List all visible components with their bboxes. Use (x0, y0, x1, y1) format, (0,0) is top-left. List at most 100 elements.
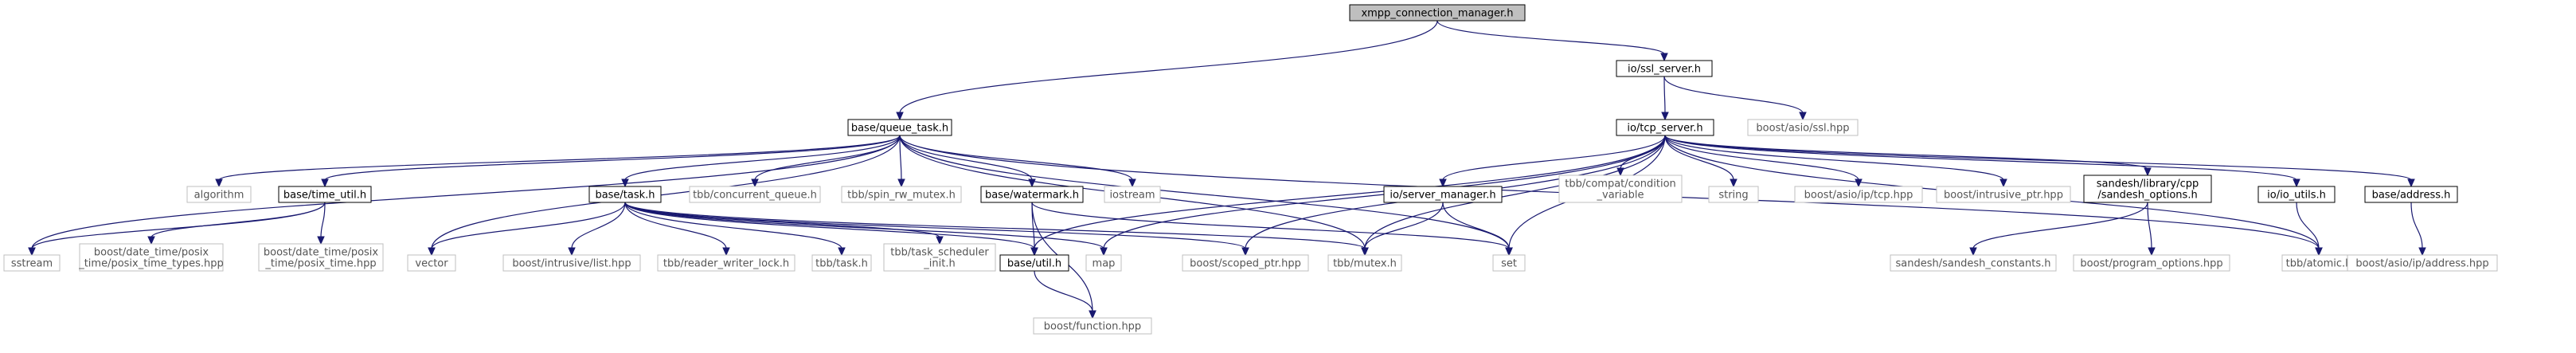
node-label: base/queue_task.h (851, 123, 948, 135)
node-vector: vector (407, 254, 456, 272)
edge-queue-task-to-time-util (321, 135, 901, 188)
node-box (2347, 254, 2498, 272)
edge-ssl-server-to-boost-asio-ssl (1663, 76, 1807, 121)
edge-tcp-server-to-io-utils (1664, 135, 2300, 188)
node-label: boost/asio/ip/address.hpp (2355, 258, 2488, 270)
node-box (1558, 175, 1683, 203)
edge-tcp-server-to-base-util (1030, 135, 1666, 257)
node-label: boost/date_time/posix (94, 247, 209, 259)
edge-queue-task-to-vector (428, 135, 901, 257)
edge-tcp-server-to-compat-condvar (1616, 135, 1666, 177)
node-box (2083, 175, 2212, 203)
edge-base-task-to-vector (428, 202, 626, 257)
node-label: map (1093, 258, 1116, 270)
node-tbb-task-scheduler-init-h: tbb/task_scheduler_init.h (883, 243, 996, 272)
node-label: base/util.h (1007, 258, 1061, 270)
node-boost-intrusive-ptr-hpp: boost/intrusive_ptr.hpp (1936, 186, 2071, 203)
node-box (588, 186, 662, 203)
node-label: boost/intrusive/list.hpp (512, 258, 631, 270)
edge-layer (28, 20, 2426, 320)
node-layer: xmpp_connection_manager.h base/queue_task… (3, 4, 2498, 335)
node-label: sandesh/library/cpp (2097, 178, 2199, 190)
node-box (980, 186, 1084, 203)
node-label: sandesh/sandesh_constants.h (1895, 258, 2050, 270)
node-box (1616, 119, 1714, 136)
node-boost-date-time-posix-time-posix-time-types-hpp: boost/date_time/posix_time/posix_time_ty… (78, 243, 224, 272)
node-io-ssl-server-h[interactable]: io/ssl_server.h (1616, 60, 1713, 77)
node-box (1349, 4, 1526, 22)
node-base-address-h[interactable]: base/address.h (2364, 186, 2458, 203)
node-sandesh-library-cpp-sandesh-options-h[interactable]: sandesh/library/cpp/sandesh_options.h (2083, 175, 2212, 203)
node-tbb-atomic-h: tbb/atomic.h (2281, 254, 2356, 272)
node-box (79, 243, 224, 272)
node-box (1747, 119, 1859, 136)
edge-queue-task-to-base-task (621, 135, 901, 188)
node-iostream: iostream (1104, 186, 1161, 203)
node-label: /sandesh_options.h (2097, 190, 2197, 202)
node-boost-function-hpp: boost/function.hpp (1033, 317, 1152, 335)
edge-tcp-server-to-string (1664, 135, 1738, 188)
node-io-tcp-server-h[interactable]: io/tcp_server.h (1616, 119, 1714, 136)
edge-base-address-to-asio-address (2410, 202, 2426, 257)
node-string: string (1708, 186, 1759, 203)
node-box (841, 186, 962, 203)
edge-sandesh-options-to-sandesh-constants (1969, 202, 2148, 257)
node-box (1383, 186, 1503, 203)
node-label: io/server_manager.h (1390, 190, 1495, 202)
node-label: boost/program_options.hpp (2080, 258, 2222, 270)
node-box (1327, 254, 1402, 272)
node-base-task-h[interactable]: base/task.h (588, 186, 662, 203)
node-label: io/tcp_server.h (1627, 123, 1702, 135)
node-base-queue-task-h[interactable]: base/queue_task.h (847, 119, 952, 136)
node-label: io/ssl_server.h (1628, 64, 1701, 76)
edge-base-task-to-intrusive-list (568, 202, 626, 257)
node-label: base/address.h (2372, 190, 2451, 202)
node-box (278, 186, 372, 203)
node-io-server-manager-h[interactable]: io/server_manager.h (1383, 186, 1503, 203)
node-label: tbb/atomic.h (2286, 258, 2352, 270)
node-box (2073, 254, 2230, 272)
edge-time-util-to-posix-time-types (147, 202, 326, 245)
edge-base-task-to-reader-writer-lock (624, 202, 730, 257)
edge-base-task-to-task-scheduler-init (624, 202, 944, 245)
node-label: boost/scoped_ptr.hpp (1190, 258, 1301, 270)
node-base-watermark-h[interactable]: base/watermark.h (980, 186, 1084, 203)
node-box (1936, 186, 2071, 203)
node-box (883, 243, 996, 272)
node-box (2364, 186, 2458, 203)
node-label: iostream (1109, 190, 1155, 202)
node-sandesh-sandesh-constants-h: sandesh/sandesh_constants.h (1890, 254, 2057, 272)
node-label: base/task.h (595, 190, 655, 202)
node-label: tbb/task_scheduler (890, 247, 989, 259)
node-xmpp-connection-manager-h[interactable]: xmpp_connection_manager.h (1349, 4, 1526, 22)
node-box (1492, 254, 1526, 272)
node-io-io-utils-h[interactable]: io/io_utils.h (2257, 186, 2336, 203)
node-label: tbb/compat/condition (1565, 178, 1676, 190)
node-tbb-reader-writer-lock-h: tbb/reader_writer_lock.h (657, 254, 795, 272)
node-map: map (1085, 254, 1122, 272)
edge-ssl-server-to-tcp-server (1661, 76, 1669, 121)
node-label: base/watermark.h (985, 190, 1079, 202)
edge-tcp-server-to-base-address (1664, 135, 2415, 188)
node-base-time-util-h[interactable]: base/time_util.h (278, 186, 372, 203)
node-label: io/io_utils.h (2267, 190, 2326, 202)
edge-tcp-server-to-sandesh-options (1664, 135, 2152, 177)
edge-root-to-queue-task (896, 20, 1438, 121)
node-label: _time/posix_time.hpp (264, 258, 376, 270)
edge-base-util-to-boost-function (1034, 270, 1096, 320)
edge-tcp-server-to-asio-tcp (1664, 135, 1863, 188)
edge-io-utils-to-tbb-atomic (2296, 202, 2323, 257)
node-boost-scoped-ptr-hpp: boost/scoped_ptr.hpp (1182, 254, 1309, 272)
node-tbb-compat-condition-variable: tbb/compat/condition_variable (1558, 175, 1683, 203)
node-box (847, 119, 952, 136)
node-box (999, 254, 1069, 272)
node-label: algorithm (194, 190, 244, 202)
edge-sandesh-options-to-program-options (2147, 202, 2156, 257)
node-base-util-h[interactable]: base/util.h (999, 254, 1069, 272)
node-box (1182, 254, 1309, 272)
node-sstream: sstream (3, 254, 61, 272)
node-tbb-task-h: tbb/task.h (811, 254, 872, 272)
node-boost-asio-ip-tcp-hpp: boost/asio/ip/tcp.hpp (1794, 186, 1923, 203)
node-box (258, 243, 384, 272)
